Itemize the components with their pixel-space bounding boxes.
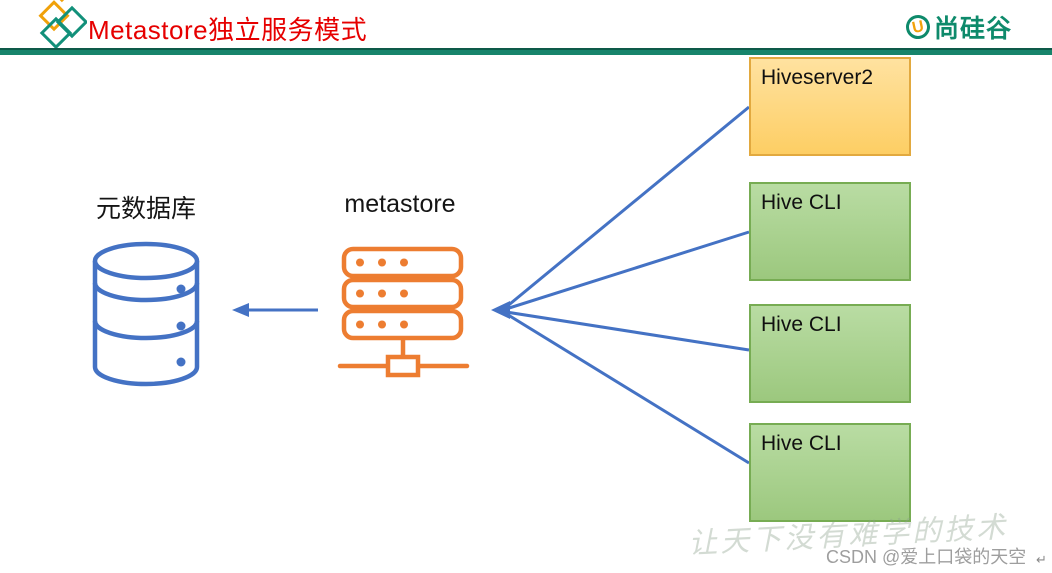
brand-logo: U 尚硅谷 <box>903 9 1012 45</box>
csdn-watermark: CSDN @爱上口袋的天空 <box>826 547 1027 567</box>
client-box-hive-cli-2: Hive CLI <box>749 304 911 403</box>
client-box-label: Hive CLI <box>761 432 842 455</box>
arrow-metastore-to-db <box>232 303 318 317</box>
server-rack-icon <box>337 246 470 378</box>
brand-u-icon: U <box>903 12 933 42</box>
metastore-label: metastore <box>344 190 456 218</box>
database-label: 元数据库 <box>95 195 197 223</box>
slide-header: Metastore独立服务模式 U 尚硅谷 <box>0 0 1052 50</box>
client-box-label: Hiveserver2 <box>761 66 874 89</box>
client-box-label: Hive CLI <box>761 313 842 336</box>
client-box-hiveserver2: Hiveserver2 <box>749 57 911 156</box>
return-symbol: ↵ <box>1036 552 1047 567</box>
brand-name: 尚硅谷 <box>933 15 1012 43</box>
client-box-label: Hive CLI <box>761 191 842 214</box>
page-title: Metastore独立服务模式 <box>88 15 368 45</box>
database-cylinder-icon <box>92 241 200 387</box>
arrows-clients-to-metastore <box>504 105 750 465</box>
diamonds-logo-icon <box>38 0 87 50</box>
client-box-hive-cli-1: Hive CLI <box>749 182 911 281</box>
header-divider <box>0 48 1052 55</box>
arrowhead-to-metastore <box>491 301 510 319</box>
client-box-hive-cli-3: Hive CLI <box>749 423 911 522</box>
